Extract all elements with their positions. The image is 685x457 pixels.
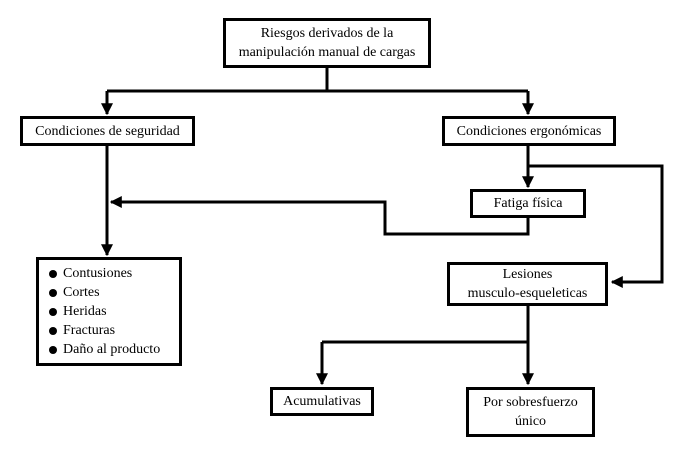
node-seguridad: Condiciones de seguridad: [20, 116, 195, 146]
node-sobresfuerzo: Por sobresfuerzo único: [466, 387, 595, 437]
node-fatiga-label: Fatiga física: [493, 196, 563, 211]
node-seguridad-label: Condiciones de seguridad: [35, 123, 180, 139]
bullet-icon: [49, 326, 57, 335]
node-acumulativas-label: Acumulativas: [283, 394, 361, 409]
node-lesiones: Lesiones musculo-esqueleticas: [447, 262, 608, 306]
list-item: Contusiones: [49, 264, 160, 283]
node-fatiga: Fatiga física: [470, 189, 586, 218]
node-root-line2: manipulación manual de cargas: [238, 45, 416, 60]
edge-root-split: [107, 68, 528, 93]
edge-lesiones-split: [322, 306, 530, 344]
node-acumulativas: Acumulativas: [270, 387, 374, 416]
bullet-icon: [49, 307, 57, 316]
list-item: Cortes: [49, 283, 160, 302]
bullet-icon: [49, 288, 57, 297]
consecuencias-list: Contusiones Cortes Heridas Fracturas Dañ…: [49, 264, 160, 359]
list-item: Daño al producto: [49, 340, 160, 359]
edge-fatiga-seguridad: [109, 196, 530, 236]
node-ergonomicas-label: Condiciones ergonómicas: [456, 123, 602, 139]
list-item: Heridas: [49, 302, 160, 321]
node-root: Riesgos derivados de la manipulación man…: [223, 18, 431, 68]
node-consecuencias: Contusiones Cortes Heridas Fracturas Dañ…: [36, 257, 182, 366]
node-lesiones-line2: musculo-esqueleticas: [467, 286, 588, 301]
bullet-icon: [49, 345, 57, 354]
node-root-line1: Riesgos derivados de la: [260, 26, 394, 41]
bullet-icon: [49, 269, 57, 278]
node-sobresfuerzo-line2: único: [514, 414, 547, 429]
list-item: Fracturas: [49, 321, 160, 340]
node-sobresfuerzo-line1: Por sobresfuerzo: [483, 395, 578, 410]
node-ergonomicas: Condiciones ergonómicas: [442, 116, 616, 146]
node-lesiones-line1: Lesiones: [502, 267, 553, 282]
edge-ergonomicas-lesiones: [528, 164, 664, 288]
